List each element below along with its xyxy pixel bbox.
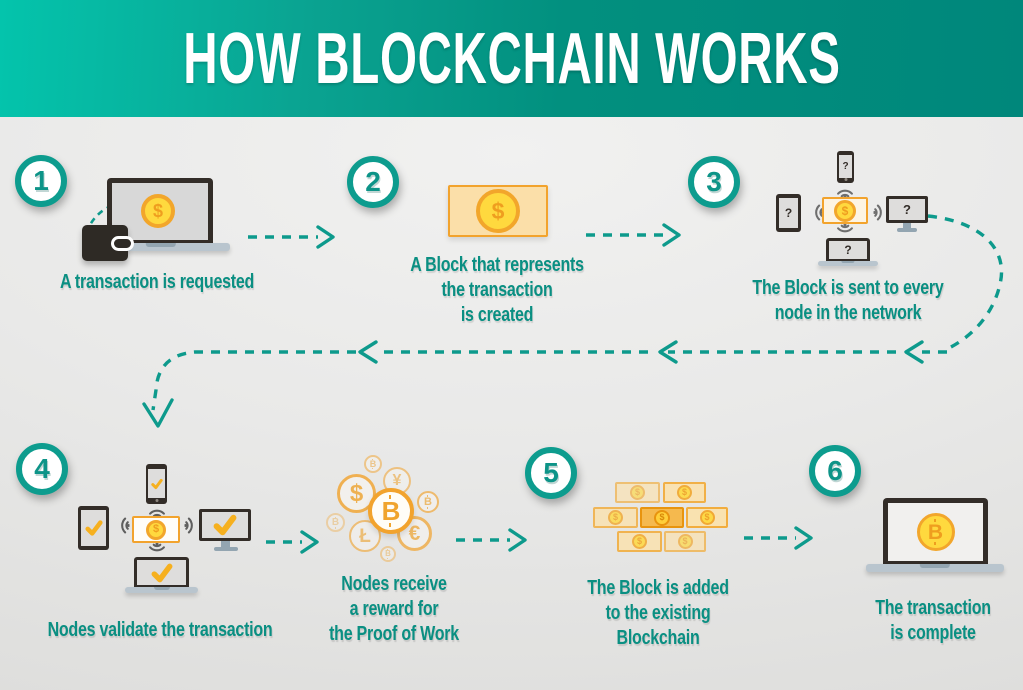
dollar-symbol: $ bbox=[152, 201, 163, 221]
dollar-coin: $ bbox=[146, 519, 166, 540]
litecoin-symbol: Ł bbox=[359, 525, 371, 547]
question-mark: ? bbox=[903, 202, 911, 217]
dollar-symbol: $ bbox=[704, 512, 710, 522]
dollar-symbol: $ bbox=[659, 512, 665, 522]
question-mark: ? bbox=[844, 243, 852, 257]
dollar-symbol: $ bbox=[491, 197, 505, 224]
phone-node-icon: ? bbox=[837, 151, 854, 183]
step-4-badge: 4 bbox=[16, 443, 68, 495]
step-3-number: 3 bbox=[706, 166, 722, 197]
step-3-caption: The Block is sent to every node in the n… bbox=[752, 277, 944, 324]
bitcoin-coin: B bbox=[916, 513, 955, 551]
check-icon bbox=[150, 478, 163, 489]
laptop-base bbox=[92, 243, 230, 251]
step-1-badge: 1 bbox=[15, 155, 67, 207]
page-title: HOW BLOCKCHAIN WORKS bbox=[182, 18, 841, 99]
laptop-icon: B bbox=[883, 498, 988, 564]
bitcoin-symbol: B bbox=[424, 495, 432, 509]
step-2-caption: A Block that represents the transaction … bbox=[410, 254, 584, 326]
laptop-node-icon: ? bbox=[826, 238, 870, 261]
check-icon bbox=[151, 563, 172, 582]
chain-block-new: $ bbox=[640, 507, 684, 528]
check-icon bbox=[84, 520, 103, 536]
dollar-symbol: $ bbox=[634, 487, 640, 497]
step-1-number: 1 bbox=[33, 165, 49, 196]
step-2-number: 2 bbox=[365, 166, 381, 197]
step-3-badge: 3 bbox=[688, 156, 740, 208]
dollar-symbol: $ bbox=[612, 512, 618, 522]
bitcoin-coin-outline: B bbox=[380, 546, 396, 562]
bitcoin-coin-outline: B bbox=[417, 491, 439, 513]
dollar-symbol: $ bbox=[682, 536, 688, 546]
wifi-icon bbox=[834, 185, 856, 198]
dollar-symbol: $ bbox=[152, 523, 160, 535]
reward-caption: Nodes receive a reward for the Proof of … bbox=[329, 573, 459, 645]
step-5-badge: 5 bbox=[525, 447, 577, 499]
dollar-symbol: $ bbox=[841, 203, 849, 218]
wifi-icon bbox=[184, 515, 198, 537]
step-5-caption: The Block is added to the existing Block… bbox=[587, 577, 729, 649]
step-1-caption: A transaction is requested bbox=[59, 271, 255, 293]
dollar-coin: $ bbox=[476, 189, 520, 233]
dollar-coin: $ bbox=[141, 194, 175, 228]
tablet-node-icon bbox=[78, 506, 109, 550]
bitcoin-symbol: B bbox=[381, 495, 401, 527]
dollar-coin: $ bbox=[834, 199, 856, 222]
wifi-icon bbox=[117, 515, 130, 537]
bitcoin-coin-outline: B bbox=[364, 455, 382, 473]
euro-coin-outline: € bbox=[397, 516, 432, 551]
step-5-number: 5 bbox=[543, 457, 559, 488]
wifi-icon bbox=[146, 543, 168, 556]
laptop-base bbox=[866, 564, 1004, 572]
step-2-badge: 2 bbox=[347, 156, 399, 208]
dollar-symbol: $ bbox=[681, 487, 687, 497]
wifi-icon bbox=[873, 202, 887, 224]
block-icon: $ bbox=[132, 516, 180, 543]
question-mark: ? bbox=[784, 206, 793, 220]
monitor-node-icon: ? bbox=[886, 196, 928, 223]
block-icon: $ bbox=[822, 197, 868, 224]
wallet-icon bbox=[82, 225, 134, 261]
dollar-symbol: $ bbox=[349, 479, 364, 507]
step-6-number: 6 bbox=[827, 455, 843, 486]
bitcoin-symbol: B bbox=[385, 549, 391, 559]
arrowheads bbox=[122, 194, 924, 554]
bitcoin-coin-main: B bbox=[368, 488, 414, 534]
step-4-caption: Nodes validate the transaction bbox=[47, 619, 273, 641]
laptop-node-icon bbox=[134, 557, 189, 587]
step-4-number: 4 bbox=[34, 453, 50, 484]
block-icon: $ bbox=[448, 185, 548, 237]
step-6-caption: The transaction is complete bbox=[875, 597, 991, 644]
dollar-symbol: $ bbox=[636, 536, 642, 546]
euro-symbol: € bbox=[408, 522, 421, 545]
chain-block: $ bbox=[593, 507, 638, 528]
yen-symbol: ¥ bbox=[392, 472, 402, 489]
wallet-clasp bbox=[111, 236, 134, 251]
header-banner: HOW BLOCKCHAIN WORKS bbox=[0, 0, 1023, 117]
monitor-node-icon bbox=[199, 509, 251, 541]
chain-block: $ bbox=[615, 482, 660, 503]
chain-block: $ bbox=[686, 507, 728, 528]
chain-block: $ bbox=[663, 482, 706, 503]
tablet-node-icon: ? bbox=[776, 194, 801, 232]
question-mark: ? bbox=[842, 161, 849, 172]
bitcoin-symbol: B bbox=[369, 458, 377, 470]
phone-node-icon bbox=[146, 464, 167, 504]
bitcoin-coin-outline: B bbox=[326, 513, 345, 532]
wifi-icon bbox=[834, 224, 856, 237]
check-icon bbox=[213, 514, 237, 536]
chain-block: $ bbox=[617, 531, 662, 552]
bitcoin-symbol: B bbox=[331, 516, 340, 529]
bitcoin-symbol: B bbox=[927, 519, 944, 545]
step-6-badge: 6 bbox=[809, 445, 861, 497]
chain-block: $ bbox=[664, 531, 706, 552]
